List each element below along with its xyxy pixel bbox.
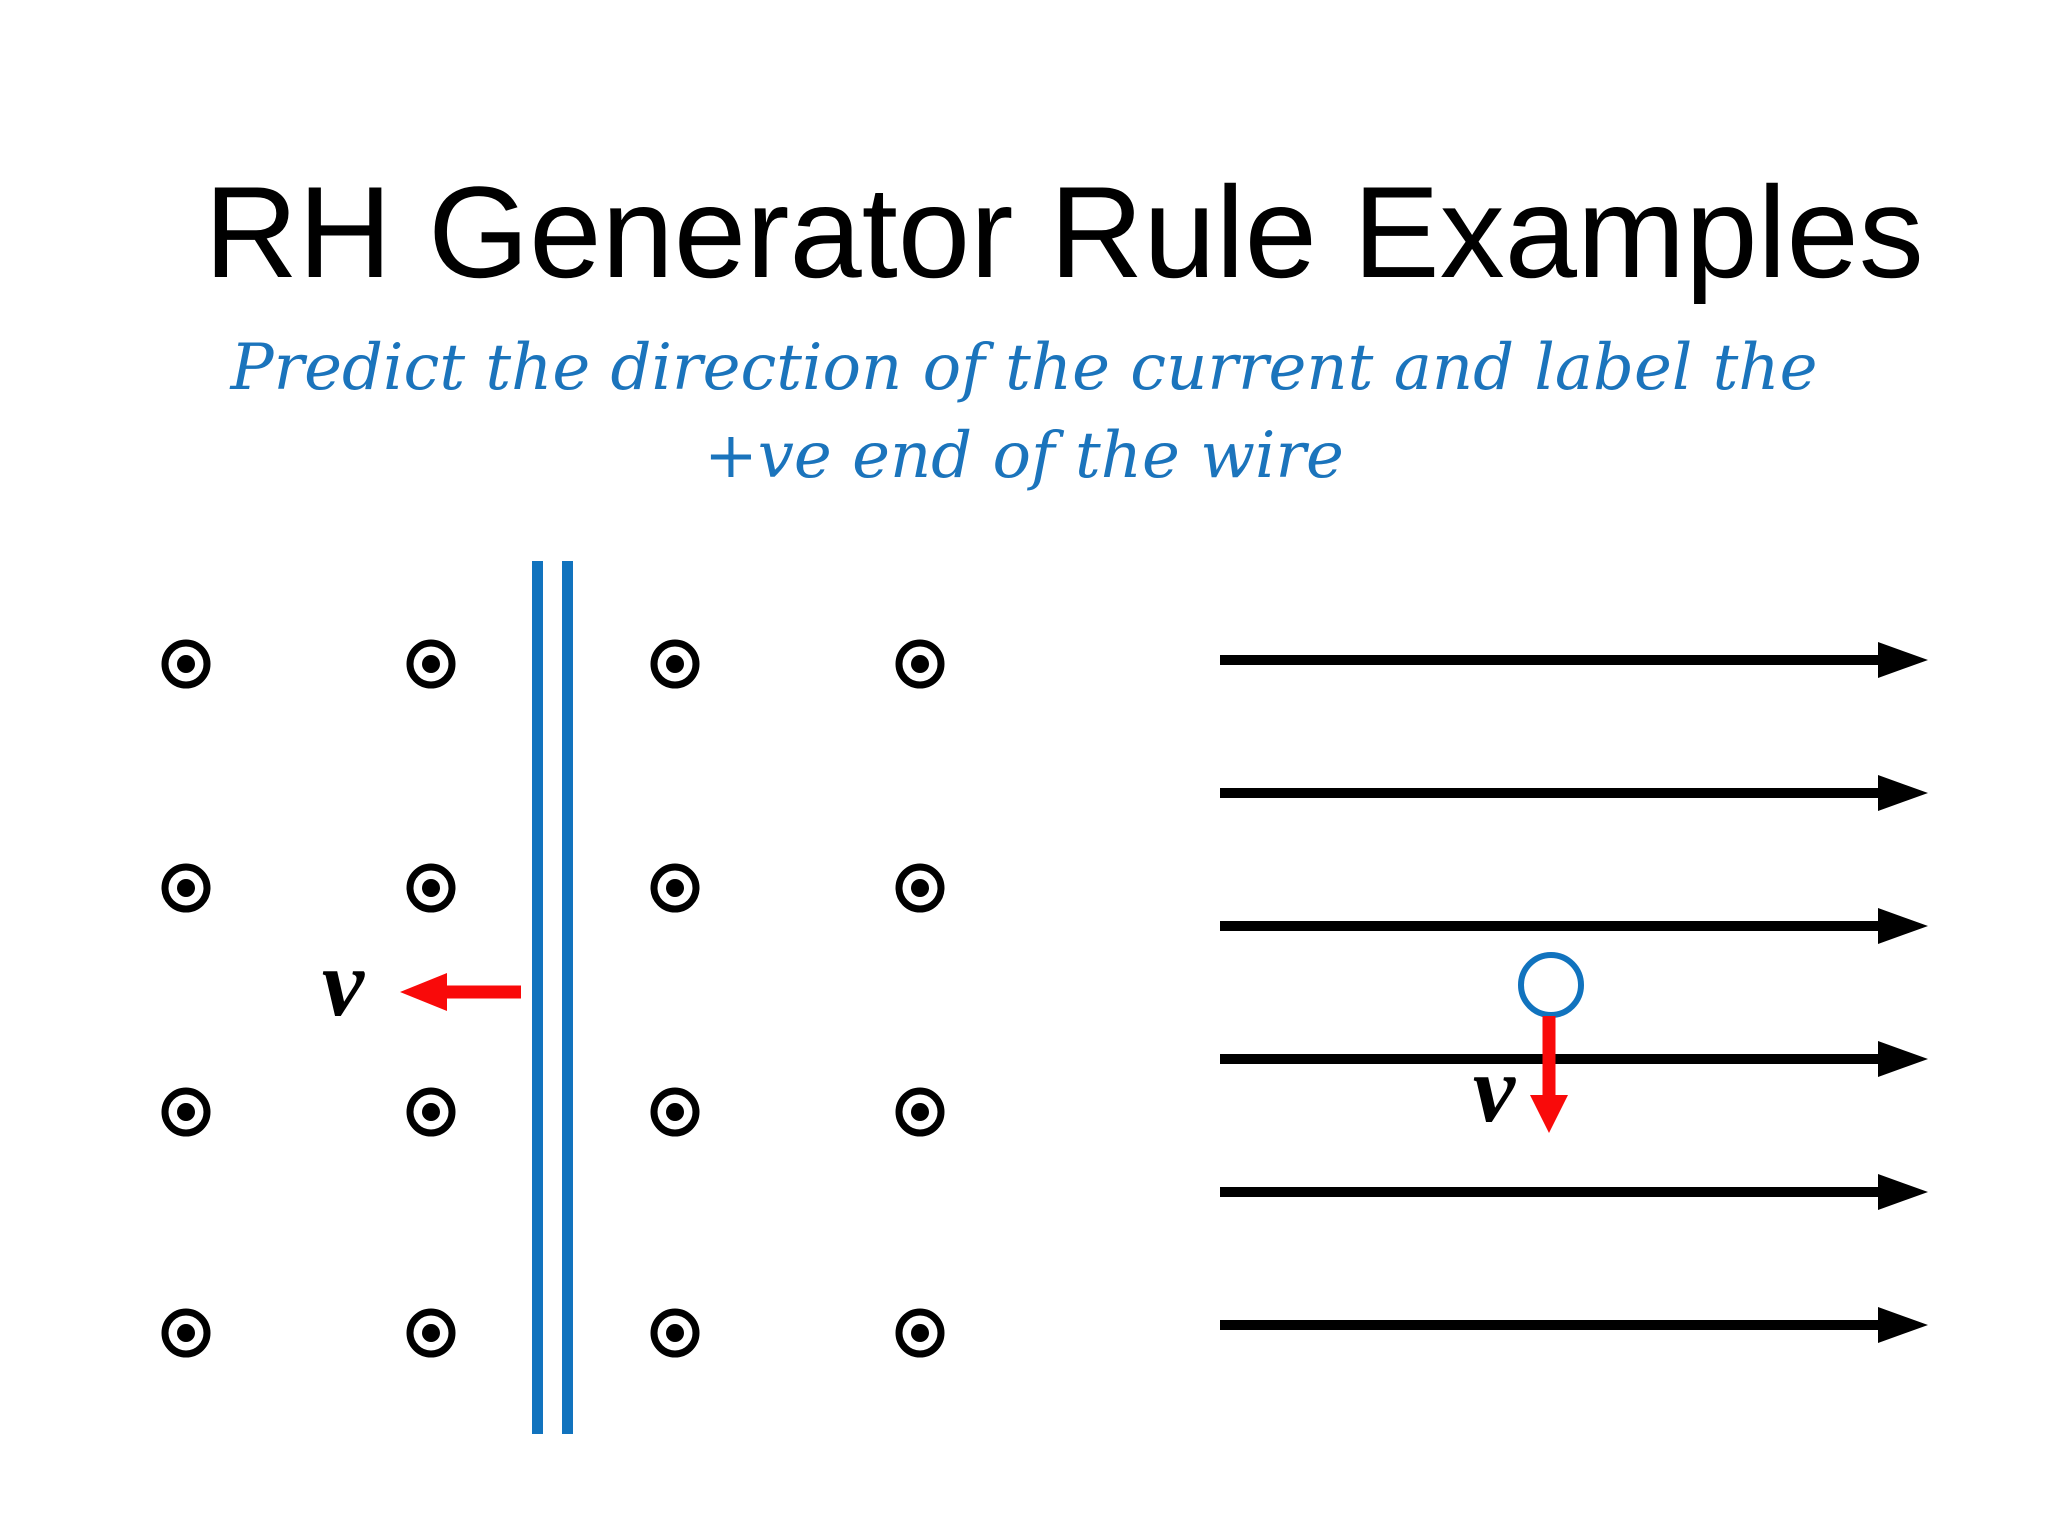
field-line-arrow	[1220, 1307, 1928, 1343]
field-out-of-page-icon	[406, 1087, 456, 1137]
field-line-arrow	[1220, 1174, 1928, 1210]
velocity-arrow-left	[400, 973, 521, 1011]
field-out-of-page-icon	[895, 1087, 945, 1137]
wire-cross-section-icon	[1518, 952, 1584, 1018]
field-out-of-page-icon	[650, 1087, 700, 1137]
field-out-of-page-icon	[895, 639, 945, 689]
field-out-of-page-icon	[161, 1308, 211, 1358]
velocity-arrow-down	[1530, 1016, 1568, 1133]
field-out-of-page-icon	[406, 1308, 456, 1358]
moving-wire-bar	[532, 561, 543, 1434]
field-out-of-page-icon	[406, 639, 456, 689]
field-out-of-page-icon	[650, 863, 700, 913]
field-line-arrow	[1220, 908, 1928, 944]
field-out-of-page-icon	[895, 1308, 945, 1358]
field-out-of-page-icon	[650, 1308, 700, 1358]
subtitle-line-2: +ve end of the wire	[704, 419, 1344, 493]
field-out-of-page-icon	[161, 639, 211, 689]
velocity-label-left: v	[321, 930, 365, 1036]
field-line-arrow	[1220, 775, 1928, 811]
velocity-label-right: v	[1472, 1036, 1516, 1142]
field-out-of-page-icon	[161, 1087, 211, 1137]
field-line-arrow	[1220, 642, 1928, 678]
field-line-arrow	[1220, 1041, 1928, 1077]
field-out-of-page-icon	[895, 863, 945, 913]
field-out-of-page-icon	[650, 639, 700, 689]
slide-subtitle: Predict the direction of the current and…	[0, 324, 2048, 500]
field-out-of-page-icon	[161, 863, 211, 913]
subtitle-line-1: Predict the direction of the current and…	[230, 331, 1818, 405]
slide-title: RH Generator Rule Examples	[204, 159, 1924, 305]
field-out-of-page-icon	[406, 863, 456, 913]
moving-wire-bar	[562, 561, 573, 1434]
